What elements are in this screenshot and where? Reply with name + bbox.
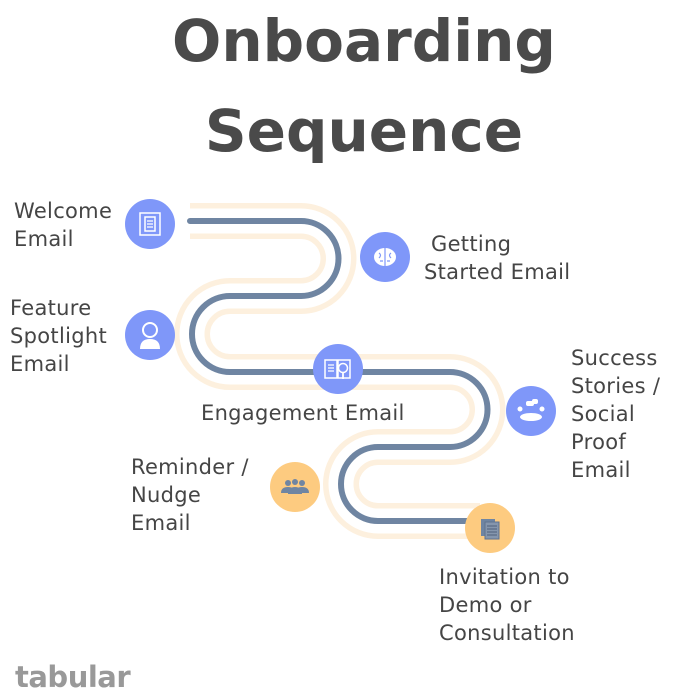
label-line: Spotlight [10,324,107,348]
step-getting-started-label: Getting Started Email [424,230,570,286]
person-icon [140,322,160,349]
document-icon [139,212,161,236]
label-line: Consultation [439,621,575,645]
title-line-2: Sequence [204,97,524,165]
step-feature-node [125,310,175,360]
step-feature-label: Feature Spotlight Email [10,294,107,378]
papers-icon [481,519,500,540]
step-success-node [506,386,556,436]
label-line: Social [571,402,636,426]
label-line: Invitation to [439,565,570,589]
title-line-1: Onboarding [172,7,556,75]
step-welcome-node [125,199,175,249]
step-reminder-node [270,462,320,512]
path-line [187,218,491,524]
tabular-logo: tabular [15,660,131,694]
brain-icon [374,248,396,266]
step-welcome-label: Welcome Email [14,197,112,253]
step-engagement-label: Engagement Email [201,399,405,427]
label-line: Stories / [571,374,661,398]
label-line: Email [10,352,70,376]
label-line: Feature [10,296,92,320]
label-line: Demo or [439,593,532,617]
step-reminder-label: Reminder / Nudge Email [131,453,249,537]
book-magnifier-icon [324,359,351,379]
label-line: Email [131,511,191,535]
step-engagement-node [313,344,363,394]
step-invitation-label: Invitation to Demo or Consultation [439,563,575,647]
group-icon [281,479,309,494]
label-line: Success [571,346,658,370]
step-getting-started-node [360,232,410,282]
label-line: Started Email [424,260,571,284]
label-line: Email [571,458,631,482]
label-line: Welcome [14,199,113,223]
step-invitation-node [465,503,515,553]
label-line: Proof [571,430,627,454]
label-line: Engagement Email [201,401,405,425]
label-line: Nudge [131,483,202,507]
meeting-icon [517,399,545,421]
label-line: Email [14,227,74,251]
step-success-label: Success Stories / Social Proof Email [571,344,660,484]
label-line: Getting [431,232,512,256]
label-line: Reminder / [131,455,249,479]
